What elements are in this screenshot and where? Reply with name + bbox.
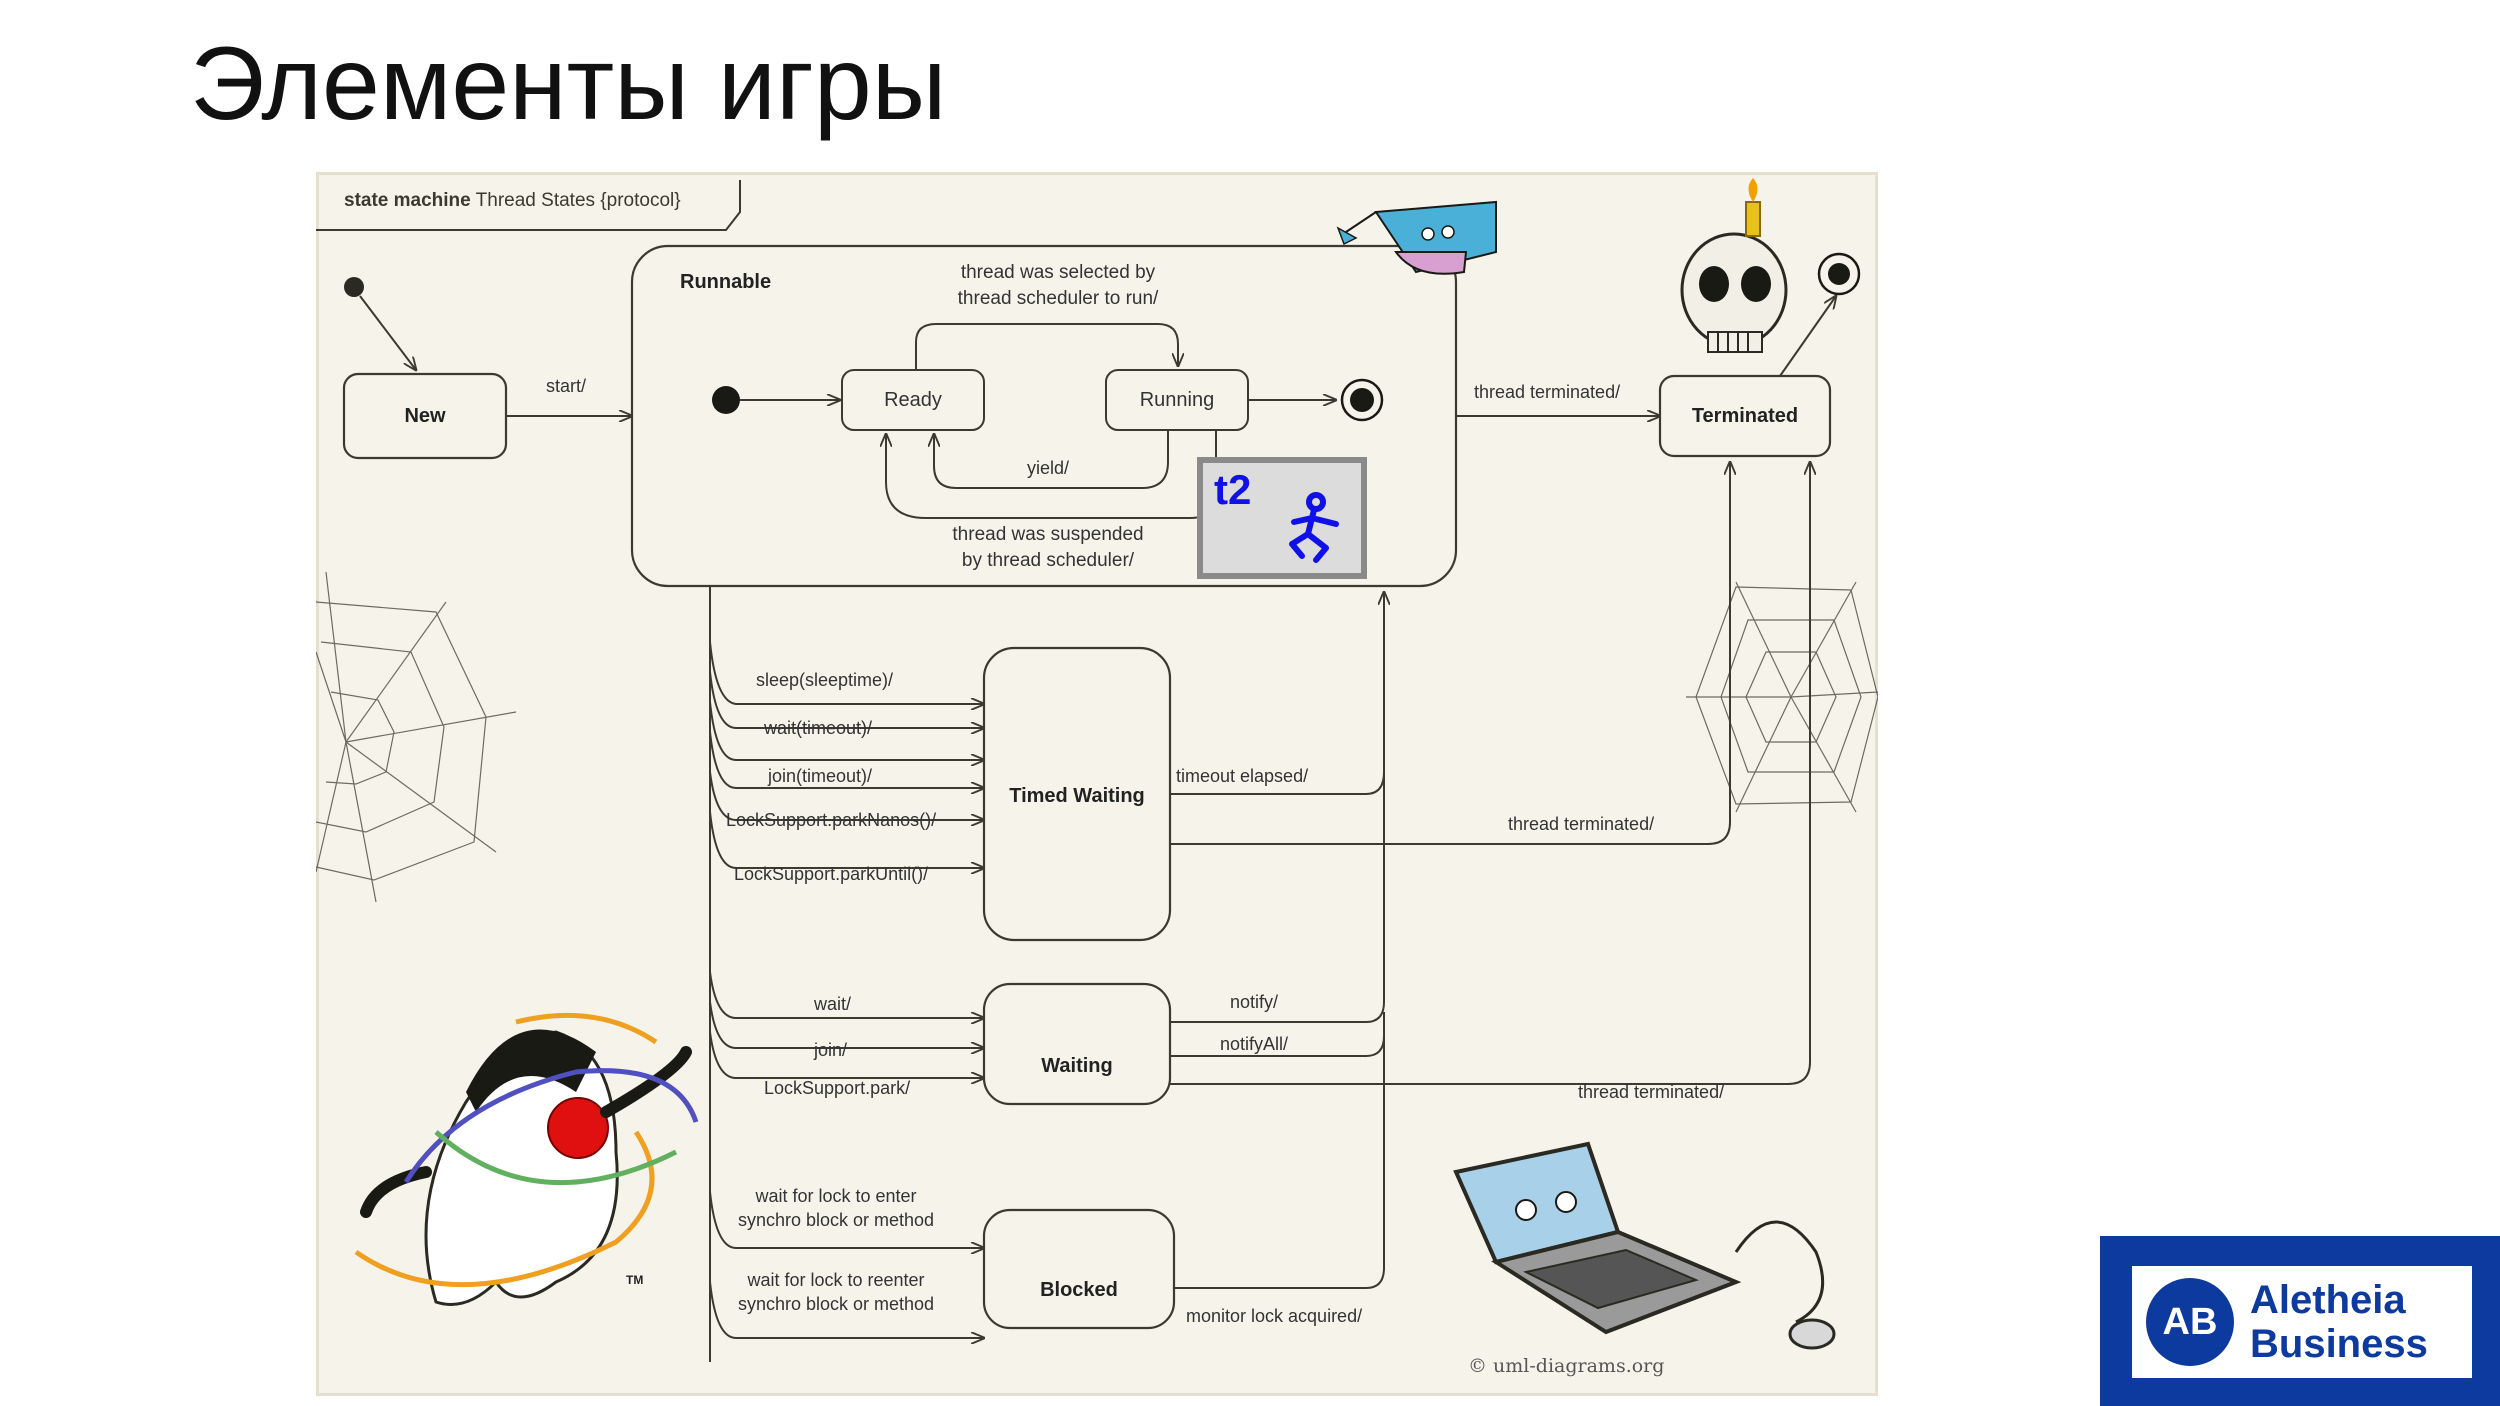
frame-label-text: Thread States {protocol} xyxy=(476,190,681,211)
transition-park-until-label: LockSupport.parkUntil()/ xyxy=(734,864,928,884)
final-state xyxy=(1817,252,1861,296)
transition-terminated-timed-label: thread terminated/ xyxy=(1508,814,1654,834)
transition-suspended-line2: by thread scheduler/ xyxy=(962,550,1135,571)
logo-name-line1: Aletheia xyxy=(2250,1278,2406,1322)
logo-name-line2: Business xyxy=(2250,1322,2428,1366)
transition-selected-line1: thread was selected by xyxy=(961,262,1156,283)
frame-label-bold: state machine xyxy=(344,190,471,211)
transition-lock-reenter-line1: wait for lock to reenter xyxy=(746,1270,924,1290)
transition-suspended-line1: thread was suspended xyxy=(952,524,1143,545)
thread-token: t2 xyxy=(1197,457,1367,579)
state-terminated: Terminated xyxy=(1658,374,1832,458)
skull-illustration xyxy=(1680,178,1788,353)
transition-lock-reenter-line2: synchro block or method xyxy=(738,1294,934,1314)
copyright-label: © uml-diagrams.org xyxy=(1468,1355,1664,1377)
runnable-final-state xyxy=(1340,378,1384,422)
transition-monitor-acquired-label: monitor lock acquired/ xyxy=(1186,1306,1362,1326)
thread-token-label: t2 xyxy=(1214,466,1251,513)
state-runnable-label: Runnable xyxy=(680,271,771,293)
transition-notify-label: notify/ xyxy=(1230,992,1278,1012)
transition-wait-timeout-label: wait(timeout)/ xyxy=(763,718,872,738)
svg-text:state machine Thread States {p: state machine Thread States {protocol} xyxy=(344,190,681,211)
transition-park-label: LockSupport.park/ xyxy=(764,1078,910,1098)
transition-lock-enter-line2: synchro block or method xyxy=(738,1210,934,1230)
transition-terminated-waiting-label: thread terminated/ xyxy=(1578,1082,1724,1102)
state-ready-label: Ready xyxy=(884,389,942,411)
state-waiting-label: Waiting xyxy=(1041,1055,1112,1077)
graduation-hat-illustration xyxy=(1336,200,1497,275)
initial-state-dot xyxy=(344,277,364,297)
duke-mascot-illustration: TM xyxy=(354,1012,699,1306)
transition-park-nanos-label: LockSupport.parkNanos()/ xyxy=(726,810,936,830)
logo-initials: AB xyxy=(2146,1278,2234,1366)
state-blocked-label: Blocked xyxy=(1040,1279,1118,1301)
state-new-label: New xyxy=(404,405,446,427)
state-terminated-label: Terminated xyxy=(1692,405,1798,427)
transition-join-label: join/ xyxy=(813,1040,847,1060)
trademark-label: TM xyxy=(626,1273,643,1287)
slide-title: Элементы игры xyxy=(190,26,947,142)
state-running-label: Running xyxy=(1140,389,1215,411)
runnable-initial-dot xyxy=(712,386,740,414)
transition-notify-all-label: notifyAll/ xyxy=(1220,1034,1288,1054)
state-timed-waiting-label: Timed Waiting xyxy=(1009,785,1145,807)
transition-join-timeout-label: join(timeout)/ xyxy=(767,766,872,786)
state-ready: Ready xyxy=(841,369,985,431)
transition-lock-enter-line1: wait for lock to enter xyxy=(754,1186,916,1206)
thread-state-diagram: state machine Thread States {protocol} N… xyxy=(316,172,1878,1396)
transition-timeout-elapsed-label: timeout elapsed/ xyxy=(1176,766,1308,786)
company-logo: AB Aletheia Business xyxy=(2100,1236,2500,1406)
spider-web-right xyxy=(1686,581,1878,813)
transition-terminated-top-label: thread terminated/ xyxy=(1474,382,1620,402)
transition-sleep-label: sleep(sleeptime)/ xyxy=(756,670,893,690)
frame-label: state machine Thread States {protocol} xyxy=(316,180,741,231)
transition-yield-label: yield/ xyxy=(1027,458,1069,478)
laptop-illustration xyxy=(1453,1141,1836,1350)
spider-web-left xyxy=(316,571,517,903)
transition-start-label: start/ xyxy=(546,376,586,396)
state-blocked: Blocked xyxy=(982,1208,1176,1330)
transition-selected-line2: thread scheduler to run/ xyxy=(958,288,1159,309)
transition-wait-label: wait/ xyxy=(813,994,851,1014)
running-person-icon xyxy=(1289,492,1339,563)
